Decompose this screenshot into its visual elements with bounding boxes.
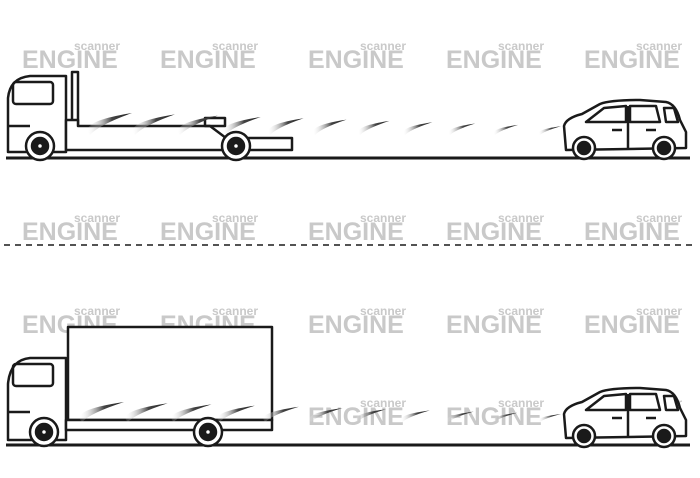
watermark-sub-text: scanner: [212, 39, 258, 53]
watermark-sub-text: scanner: [498, 304, 544, 318]
watermark-sub-text: scanner: [498, 39, 544, 53]
radar-waves-bottom: [79, 402, 561, 422]
watermark-main-text: ENGINE: [446, 218, 542, 246]
watermark-main-text: ENGINE: [308, 218, 404, 246]
radar-wave-arc: [492, 412, 518, 422]
box-truck-icon: [6, 325, 274, 448]
radar-wave-arc: [401, 410, 430, 422]
watermark-main-text: ENGINE: [446, 46, 542, 74]
watermark-sub-text: scanner: [360, 304, 406, 318]
bottom-scene: [6, 325, 690, 449]
watermark-sub-text: scanner: [498, 211, 544, 225]
watermark-sub-text: scanner: [212, 304, 258, 318]
watermark-main-text: ENGINE: [308, 311, 404, 339]
watermark-sub-text: scanner: [74, 211, 120, 225]
radar-wave-arc: [403, 122, 433, 135]
radar-wave-arc: [355, 409, 387, 422]
compact-car-icon: [562, 98, 688, 161]
radar-wave-arc: [309, 408, 343, 422]
radar-wave-arc: [493, 124, 519, 135]
watermark-sub-text: scanner: [360, 211, 406, 225]
radar-wave-arc: [171, 404, 212, 422]
watermark-sub-text: scanner: [636, 211, 682, 225]
radar-wave-arc: [448, 123, 476, 135]
radar-wave-arc: [313, 119, 347, 135]
watermark-sub-text: scanner: [636, 39, 682, 53]
watermark-main-text: ENGINE: [22, 218, 118, 246]
top-scene: [6, 70, 690, 162]
radar-wave-arc: [538, 126, 561, 135]
radar-wave-arc: [538, 414, 561, 422]
radar-wave-arc: [125, 403, 168, 422]
watermark-main-text: ENGINE: [160, 46, 256, 74]
radar-waves-top: [87, 113, 561, 135]
watermark-main-text: ENGINE: [308, 403, 404, 431]
radar-wave-arc: [217, 405, 256, 422]
compact-car-icon: [562, 386, 688, 449]
radar-wave-arc: [87, 113, 132, 135]
watermark-main-text: ENGINE: [584, 311, 680, 339]
watermark-sub-text: scanner: [636, 304, 682, 318]
watermark-main-text: ENGINE: [446, 403, 542, 431]
watermark-main-text: ENGINE: [308, 46, 404, 74]
radar-wave-arc: [177, 115, 218, 135]
radar-wave-arc: [222, 116, 261, 135]
watermark-sub-text: scanner: [212, 211, 258, 225]
watermark-main-text: ENGINE: [446, 311, 542, 339]
watermark-sub-text: scanner: [74, 39, 120, 53]
watermark-main-text: ENGINE: [584, 46, 680, 74]
watermark-sub-text: scanner: [74, 304, 120, 318]
radar-wave-arc: [132, 114, 175, 135]
watermark-sub-text: scanner: [360, 396, 406, 410]
radar-wave-arc: [358, 120, 390, 135]
watermark-main-text: ENGINE: [584, 218, 680, 246]
radar-wave-arc: [268, 118, 304, 135]
watermark-main-text: ENGINE: [22, 46, 118, 74]
watermark-sub-text: scanner: [360, 39, 406, 53]
radar-wave-arc: [263, 406, 299, 422]
flatbed-truck-icon: [6, 70, 294, 162]
radar-wave-arc: [79, 402, 124, 422]
radar-wave-arc: [446, 411, 474, 422]
watermark-main-text: ENGINE: [160, 218, 256, 246]
watermark-sub-text: scanner: [498, 396, 544, 410]
